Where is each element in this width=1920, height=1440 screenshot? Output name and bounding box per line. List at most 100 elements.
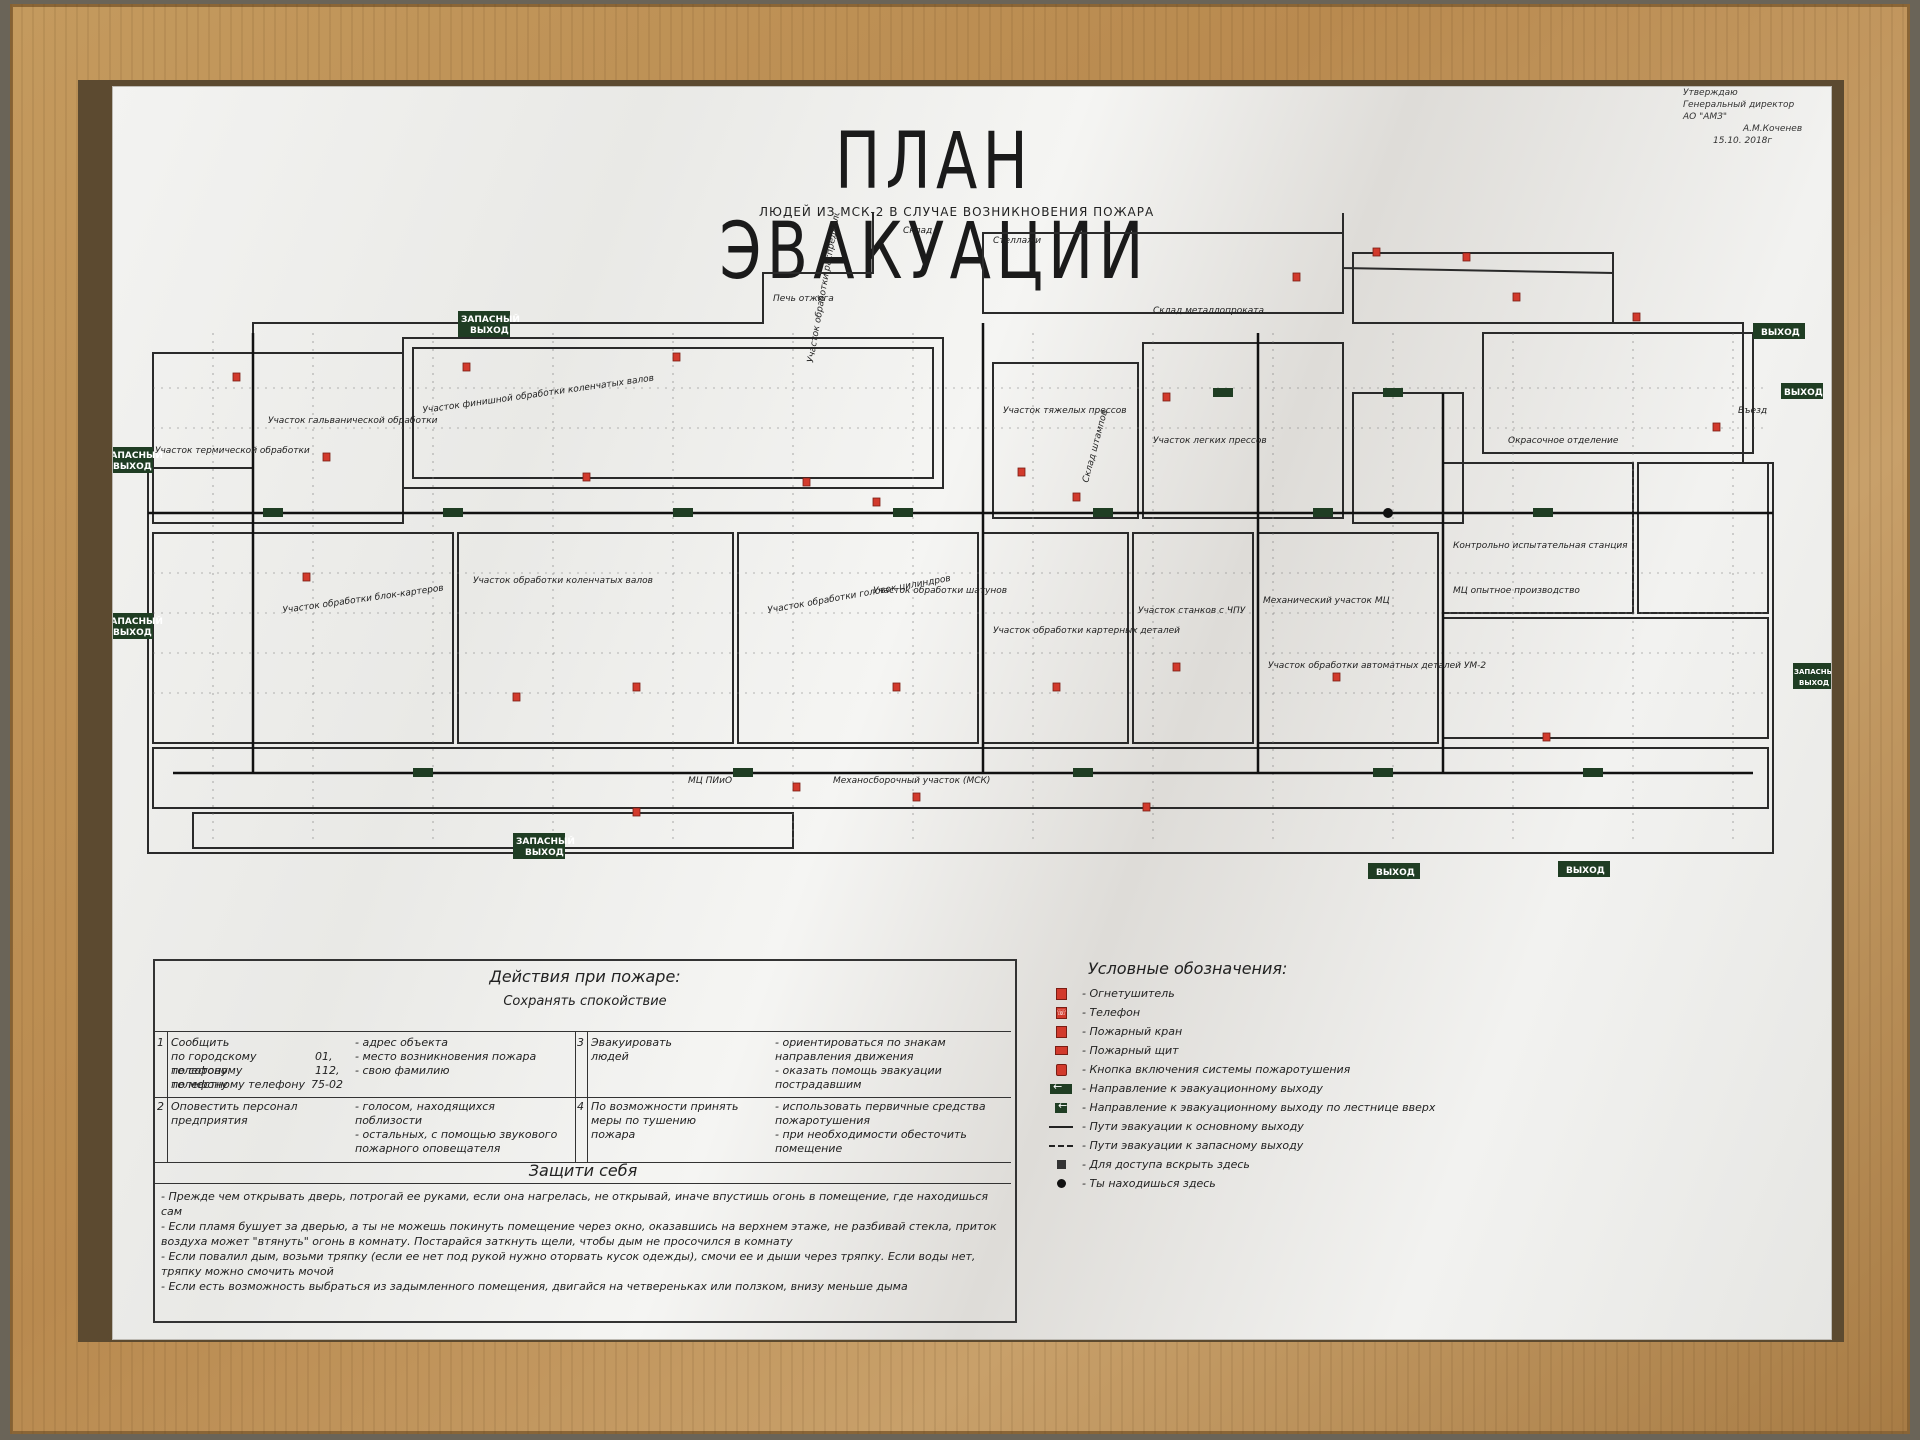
step-phone-label: по местному телефону	[171, 1078, 305, 1091]
you-are-here-icon	[1048, 1177, 1074, 1191]
phone-icon: ☏	[1055, 1006, 1067, 1019]
svg-text:ВЫХОД: ВЫХОД	[1799, 679, 1829, 687]
svg-text:ЗАПАСНЫЙ: ЗАПАСНЫЙ	[461, 313, 520, 325]
reserve-exit-sign-right: ЗАПАСНЫЙ ВЫХОД	[1793, 663, 1840, 689]
room-label: МЦ ПИиО	[688, 776, 732, 786]
legend-item: - Пожарный щит	[1048, 1041, 1478, 1060]
room-label: Участок обработки распредвалов	[806, 213, 844, 364]
legend: Условные обозначения: - Огнетушитель ☏ -…	[1048, 959, 1478, 1193]
exit-sign-bottom-2: ВЫХОД	[1558, 861, 1610, 877]
room-label: Склад штампов	[1081, 409, 1110, 484]
step-details: - голосом, находящихся поблизости - оста…	[355, 1100, 558, 1155]
protect-rule: - Если повалил дым, возьми тряпку (если …	[161, 1250, 976, 1278]
legend-title: Условные обозначения:	[1088, 959, 1288, 978]
legend-item: - Пожарный кран	[1048, 1022, 1478, 1041]
room-label: Участок тяжелых прессов	[1003, 406, 1127, 416]
legend-label: - Телефон	[1082, 1006, 1141, 1019]
approval-line: Генеральный директор	[1683, 100, 1795, 110]
step-number: 1	[157, 1036, 164, 1049]
svg-text:ЗАПАСНЫЙ: ЗАПАСНЫЙ	[113, 615, 163, 627]
room-label: Участок обработки шатунов	[873, 586, 1007, 596]
room-label: Участок обработки коленчатых валов	[473, 576, 653, 586]
actions-heading: Действия при пожаре:	[489, 967, 681, 986]
room-label: Окрасочное отделение	[1508, 436, 1619, 446]
legend-label: - Огнетушитель	[1082, 987, 1175, 1000]
break-glass-icon	[1048, 1158, 1074, 1172]
room-label: МЦ опытное производство	[1453, 586, 1580, 596]
room-label: Участок термической обработки	[155, 446, 310, 456]
room-label: Участок обработки картерных деталей	[993, 626, 1180, 636]
room-label: Механический участок МЦ	[1263, 596, 1390, 606]
floor-plan: ВЫХОД ВЫХОД ВЫХОД ВЫХОД ЗАПАСНЫЙ ВЫХОД	[101, 204, 1840, 913]
approval-date: 15.10. 2018г	[1713, 136, 1773, 146]
approval-line: АО "АМЗ"	[1683, 112, 1728, 122]
reserve-route-icon	[1048, 1139, 1074, 1153]
exit-arrow-icon	[1048, 1080, 1074, 1096]
svg-text:ВЫХОД: ВЫХОД	[1761, 328, 1800, 338]
svg-text:ВЫХОД: ВЫХОД	[1784, 388, 1823, 398]
room-label: Участок обработки блок-картеров	[282, 583, 444, 616]
step-title: Сообщить	[171, 1036, 230, 1049]
exit-sign-right-mid: ВЫХОД	[1781, 383, 1823, 399]
main-route-icon	[1048, 1120, 1074, 1134]
approval-stamp: Утверждаю Генеральный директор АО "АМЗ" …	[1683, 87, 1802, 147]
svg-text:ВЫХОД: ВЫХОД	[113, 628, 152, 638]
step-number: 2	[157, 1100, 164, 1113]
approval-line: Утверждаю	[1683, 88, 1738, 98]
legend-label: - Пожарный щит	[1082, 1044, 1179, 1057]
legend-label: - Кнопка включения системы пожаротушения	[1082, 1063, 1351, 1076]
svg-text:ВЫХОД: ВЫХОД	[1566, 866, 1605, 876]
step-number: 4	[577, 1100, 584, 1113]
legend-item: - Ты находишься здесь	[1048, 1174, 1478, 1193]
you-are-here-marker	[1383, 508, 1393, 518]
protect-rules: - Прежде чем открывать дверь, потрогай е…	[161, 1189, 1007, 1294]
step-details: - использовать первичные средства пожаро…	[775, 1100, 986, 1155]
room-label: Склад металлопроката	[1153, 306, 1264, 316]
legend-item: - Огнетушитель	[1048, 984, 1478, 1003]
legend-item: - Для доступа вскрыть здесь	[1048, 1155, 1478, 1174]
step-phone-label: по сотовому телефону	[171, 1064, 243, 1091]
extinguisher-icon	[1048, 987, 1074, 1001]
fire-hose-icon	[1048, 1025, 1074, 1039]
floor-plan-drawing: ВЫХОД ВЫХОД ВЫХОД ВЫХОД ЗАПАСНЫЙ ВЫХОД	[101, 204, 1840, 879]
legend-label: - Направление к эвакуационному выходу по…	[1082, 1101, 1436, 1114]
room-label: Склад	[903, 226, 932, 236]
legend-label: - Пути эвакуации к основному выходу	[1082, 1120, 1304, 1133]
legend-label: - Ты находишься здесь	[1082, 1177, 1216, 1190]
step-phone-number: 75-02	[311, 1078, 343, 1091]
svg-text:ВЫХОД: ВЫХОД	[470, 326, 509, 336]
step-phone-label: по городскому телефону	[171, 1050, 257, 1077]
legend-item: - Пути эвакуации к запасному выходу	[1048, 1136, 1478, 1155]
svg-text:ВЫХОД: ВЫХОД	[525, 848, 564, 858]
evacuation-plan-sheet: ПЛАН ЭВАКУАЦИИ ЛЮДЕЙ ИЗ МСК-2 В СЛУЧАЕ В…	[101, 86, 1840, 1340]
page-title: ПЛАН ЭВАКУАЦИИ	[719, 117, 1149, 297]
step-number: 3	[577, 1036, 584, 1049]
alarm-button-icon	[1048, 1063, 1074, 1077]
room-label: Печь отжига	[773, 294, 834, 304]
protect-rule: - Если пламя бушует за дверью, а ты не м…	[161, 1220, 997, 1248]
legend-item: - Направление к эвакуационному выходу по…	[1048, 1098, 1478, 1117]
protect-heading: Защити себя	[155, 1161, 1011, 1184]
fire-panel-icon	[1048, 1044, 1074, 1058]
room-label: Стеллажи	[993, 236, 1041, 246]
legend-label: - Пути эвакуации к запасному выходу	[1082, 1139, 1304, 1152]
page-subtitle: ЛЮДЕЙ ИЗ МСК-2 В СЛУЧАЕ ВОЗНИКНОВЕНИЯ ПО…	[759, 205, 1155, 219]
legend-label: - Направление к эвакуационному выходу	[1082, 1082, 1323, 1095]
legend-item: ☏ - Телефон	[1048, 1003, 1478, 1022]
svg-text:ВЫХОД: ВЫХОД	[113, 462, 152, 472]
room-label: Участок станков с ЧПУ	[1138, 606, 1246, 616]
room-label: Контрольно испытательная станция	[1453, 541, 1628, 551]
legend-label: - Для доступа вскрыть здесь	[1082, 1158, 1250, 1171]
legend-item: - Пути эвакуации к основному выходу	[1048, 1117, 1478, 1136]
actions-calm: Сохранять спокойствие	[503, 994, 667, 1009]
room-label: Участок финишной обработки коленчатых ва…	[422, 374, 655, 416]
step-title: Оповестить персонал предприятия	[171, 1100, 298, 1127]
step-phone-number: 112,	[315, 1064, 340, 1077]
legend-item: - Кнопка включения системы пожаротушения	[1048, 1060, 1478, 1079]
svg-text:ЗАПАСНЫЙ: ЗАПАСНЫЙ	[516, 835, 575, 847]
exit-sign-bottom-1: ВЫХОД	[1368, 863, 1420, 879]
legend-label: - Пожарный кран	[1082, 1025, 1183, 1038]
step-details: - ориентироваться по знакам направления …	[775, 1036, 946, 1091]
svg-text:ВЫХОД: ВЫХОД	[1376, 868, 1415, 878]
room-label: Въезд	[1738, 406, 1767, 416]
